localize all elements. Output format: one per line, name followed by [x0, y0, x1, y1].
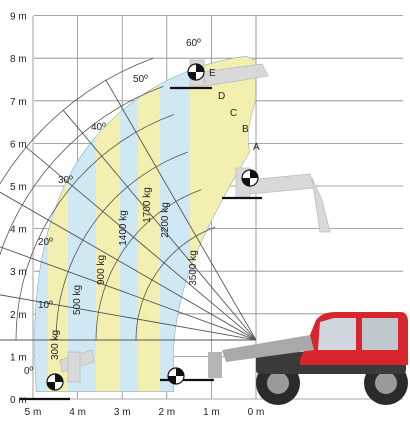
- load-zone: [68, 56, 96, 392]
- extension-arc: [0, 85, 164, 256]
- load-label: 300 kg: [50, 330, 61, 360]
- x-tick-label: 1 m: [203, 407, 220, 418]
- extension-arc: [55, 151, 188, 341]
- angle-label: 10º: [38, 300, 53, 311]
- y-tick-label: 8 m: [10, 54, 27, 65]
- angle-label: 0º: [24, 366, 34, 377]
- extension-label: D: [218, 91, 225, 102]
- angle-label: 20º: [38, 237, 53, 248]
- y-tick-label: 9 m: [10, 12, 27, 23]
- extension-label: A: [253, 142, 260, 153]
- load-zone: [34, 56, 48, 392]
- load-centre-marker: [187, 63, 205, 81]
- extension-arc: [95, 189, 202, 341]
- angle-line: [0, 191, 257, 341]
- y-tick-label: 0 m: [10, 395, 27, 406]
- extension-arc: [135, 226, 216, 341]
- load-label: 3500 kg: [188, 250, 199, 286]
- load-zone: [138, 56, 160, 392]
- load-zone: [96, 56, 120, 392]
- angle-line: [62, 109, 257, 341]
- extension-label: B: [242, 124, 249, 135]
- load-centre-marker: [46, 373, 64, 391]
- load-label: 900 kg: [96, 255, 107, 285]
- x-tick-label: 5 m: [25, 407, 42, 418]
- extension-arc: [15, 114, 175, 341]
- y-tick-label: 1 m: [10, 352, 27, 363]
- x-tick-label: 2 m: [158, 407, 175, 418]
- load-label: 2200 kg: [160, 202, 171, 238]
- extension-arc: [0, 57, 154, 185]
- angle-line: [105, 79, 257, 341]
- y-axis-tick-labels: 0 m 1 m 2 m 3 m 4 m 5 m 6 m 7 m 8 m 9 m: [10, 12, 27, 406]
- x-axis-tick-labels: 5 m 4 m 3 m 2 m 1 m 0 m: [25, 407, 265, 418]
- load-labels: 300 kg 500 kg 900 kg 1400 kg 1700 kg 2200 kg 3…: [50, 187, 199, 360]
- y-tick-label: 2 m: [10, 310, 27, 321]
- extension-label: C: [230, 108, 237, 119]
- y-tick-label: 3 m: [10, 267, 27, 278]
- angle-lines: [0, 79, 257, 341]
- angle-label: 60º: [186, 38, 201, 49]
- angle-label: 50º: [133, 74, 148, 85]
- load-zone: [120, 56, 138, 392]
- angle-line: [0, 246, 257, 341]
- angle-label: 40º: [91, 122, 106, 133]
- load-label: 500 kg: [72, 285, 83, 315]
- angle-line: [0, 294, 257, 341]
- x-tick-label: 4 m: [69, 407, 86, 418]
- x-tick-label: 0 m: [248, 407, 265, 418]
- load-centre-marker: [167, 367, 185, 385]
- y-tick-label: 4 m: [10, 225, 27, 236]
- y-tick-label: 7 m: [10, 97, 27, 108]
- y-tick-label: 6 m: [10, 139, 27, 150]
- telehandler-illustration: [208, 312, 408, 405]
- y-tick-label: 5 m: [10, 182, 27, 193]
- angle-label: 30º: [58, 175, 73, 186]
- extension-arcs: [0, 57, 216, 341]
- x-tick-label: 3 m: [114, 407, 131, 418]
- load-centre-marker: [241, 169, 259, 187]
- load-label: 1400 kg: [118, 210, 129, 246]
- angle-labels: 0º 10º 20º 30º 40º 50º 60º: [24, 38, 201, 377]
- angle-line: [25, 146, 257, 341]
- load-centre-markers: [46, 63, 259, 391]
- extension-label: E: [209, 68, 216, 79]
- load-label: 1700 kg: [142, 187, 153, 223]
